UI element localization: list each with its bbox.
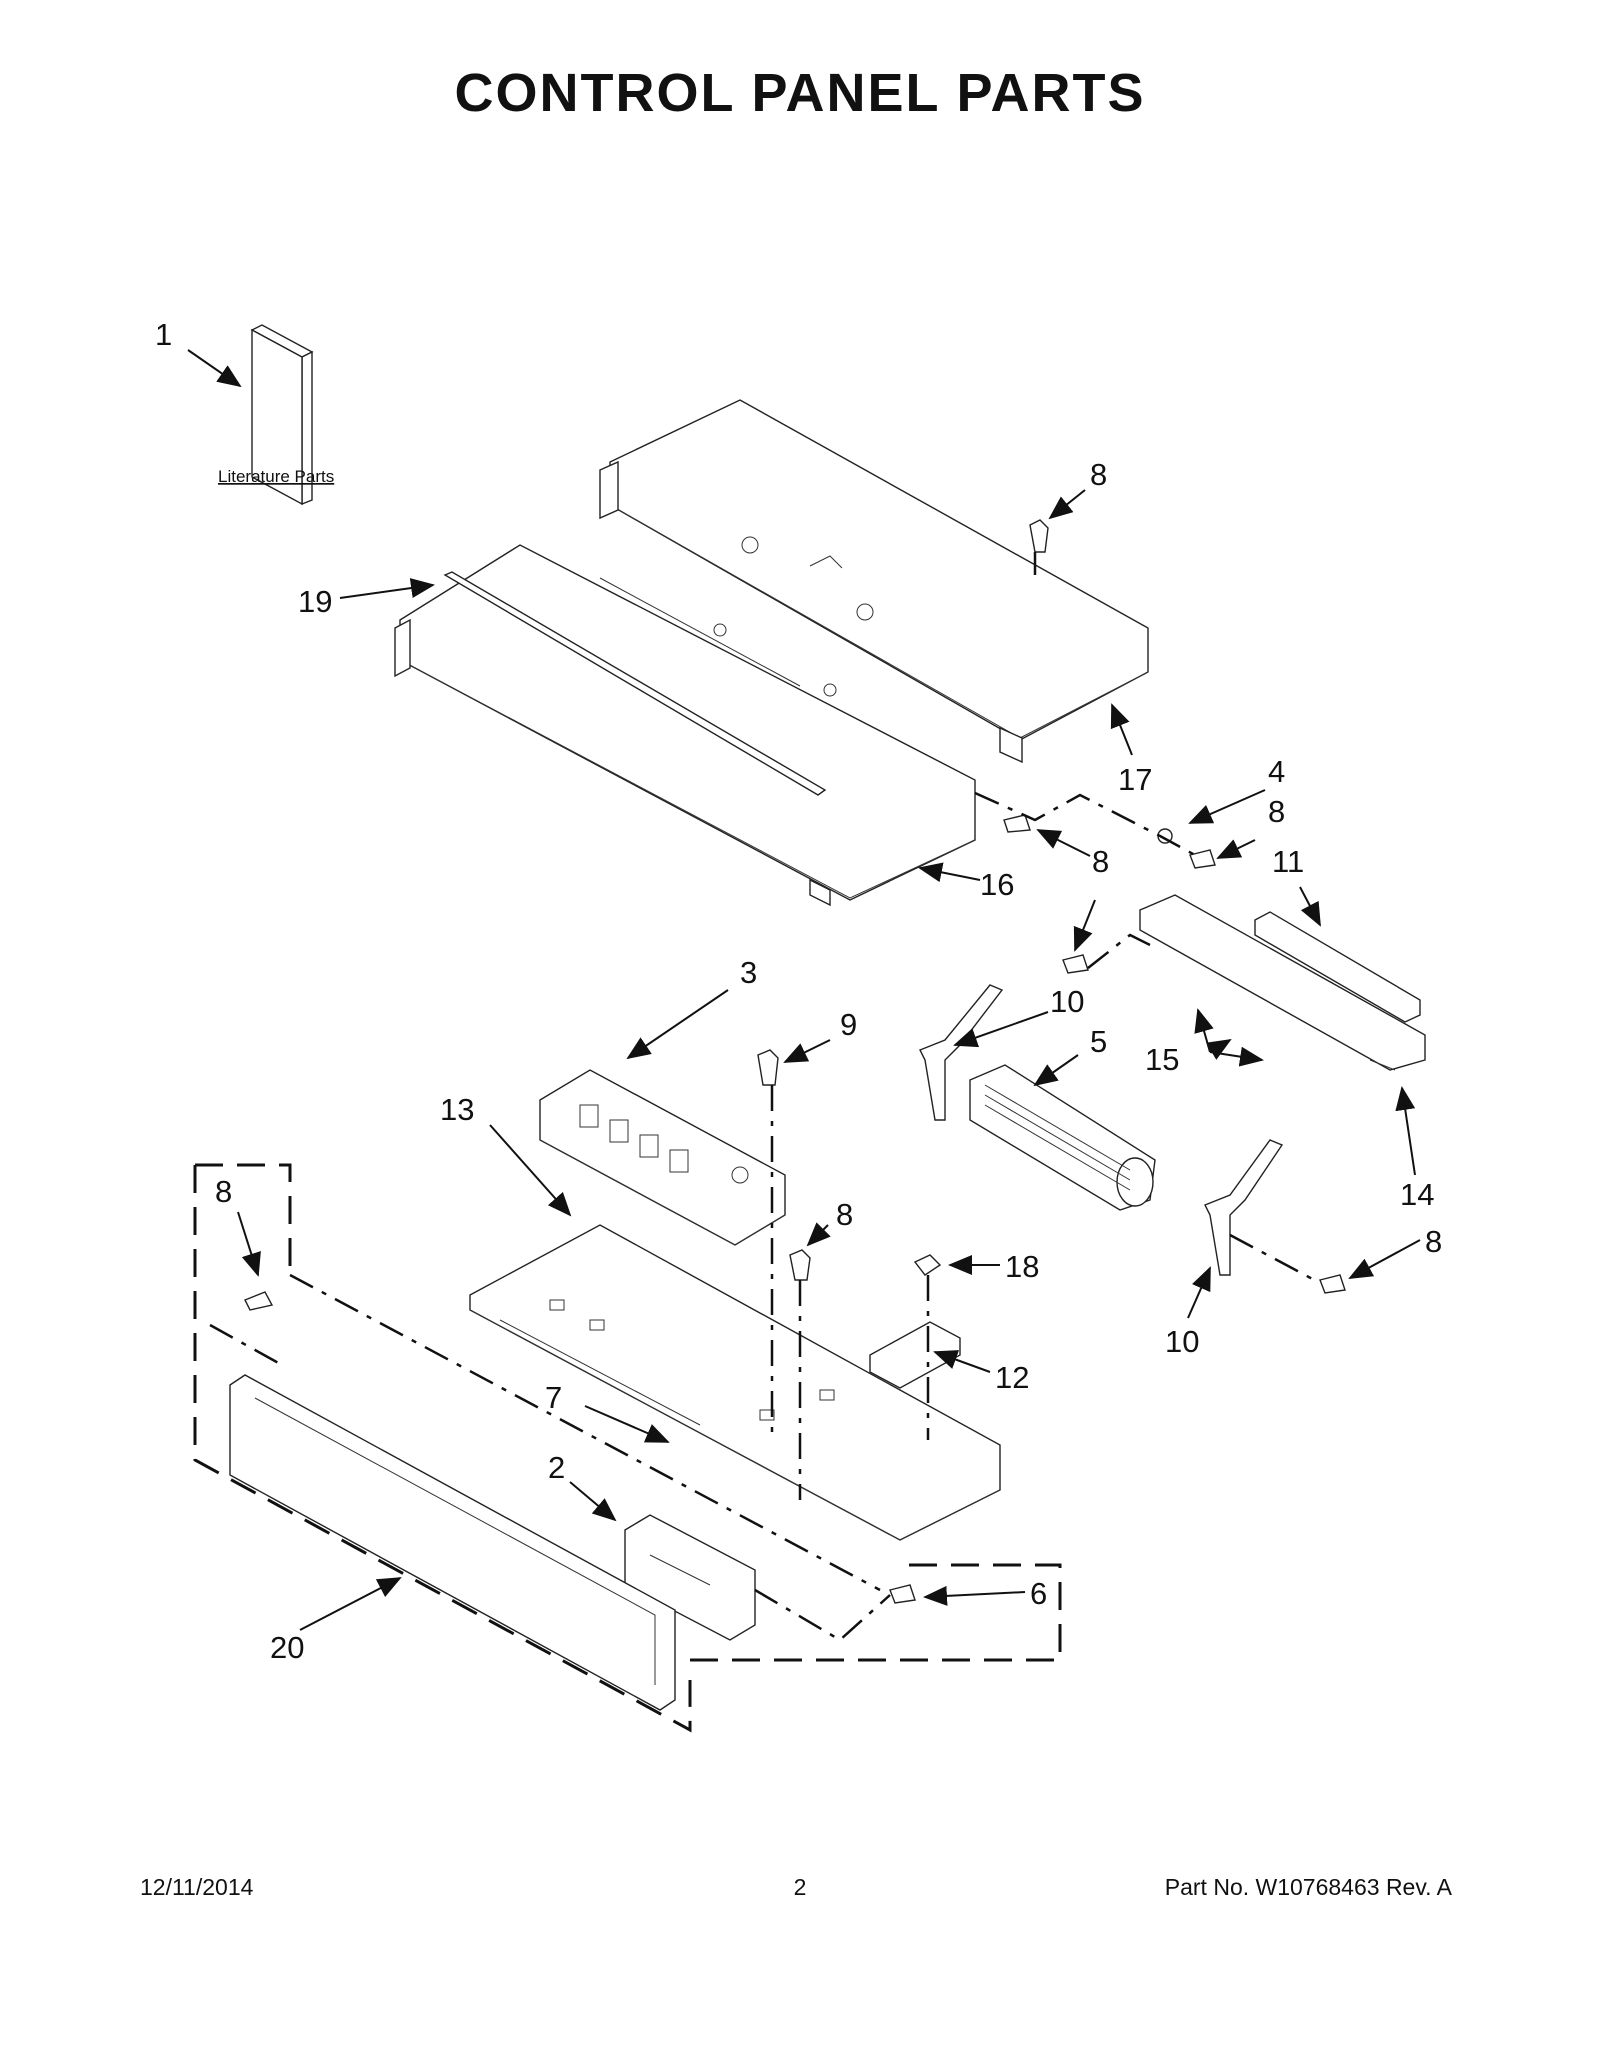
callout-8: 8: [1092, 844, 1109, 879]
upper-cover-panel: [599, 399, 1149, 764]
callout-9: 9: [840, 1007, 857, 1042]
callout-1: 1: [155, 317, 172, 352]
front-trim: [229, 1374, 676, 1711]
callout-10: 10: [1050, 984, 1084, 1019]
callout-8: 8: [1425, 1224, 1442, 1259]
mounting-plate: [469, 1224, 1001, 1541]
callout-13: 13: [440, 1092, 474, 1127]
callout-19: 19: [298, 584, 332, 619]
callout-8: 8: [215, 1174, 232, 1209]
callout-15: 15: [1145, 1042, 1179, 1077]
callout-10: 10: [1165, 1324, 1199, 1359]
callout-12: 12: [995, 1360, 1029, 1395]
callout-8: 8: [836, 1197, 853, 1232]
literature-booklet: [250, 324, 314, 506]
callout-20: 20: [270, 1630, 304, 1665]
insulation-strip: [1254, 911, 1421, 1023]
screw-icon: [244, 519, 1346, 1604]
callout-3: 3: [740, 955, 757, 990]
callout-11: 11: [1272, 844, 1304, 879]
hinge-arm-lower: [1204, 1139, 1284, 1276]
footer-part-number: Part No. W10768463 Rev. A: [1164, 1874, 1452, 1900]
callout-14: 14: [1400, 1177, 1434, 1212]
callout-8: 8: [1090, 457, 1107, 492]
footer-date: 12/11/2014: [140, 1874, 254, 1900]
callout-8: 8: [1268, 794, 1285, 829]
gasket-strip: [443, 571, 827, 796]
callout-16: 16: [980, 867, 1014, 902]
callout-6: 6: [1030, 1576, 1047, 1611]
tangential-fan: [969, 1064, 1156, 1211]
literature-parts-label: Literature Parts: [218, 467, 334, 486]
control-board: [539, 1069, 786, 1246]
callout-7: 7: [545, 1380, 562, 1415]
terminal-block: [869, 1321, 961, 1389]
mounting-bracket: [1139, 894, 1426, 1071]
callout-4: 4: [1268, 754, 1285, 789]
callout-18: 18: [1005, 1249, 1039, 1284]
callout-5: 5: [1090, 1024, 1107, 1059]
callout-17: 17: [1118, 762, 1152, 797]
page-title: CONTROL PANEL PARTS: [454, 63, 1146, 123]
hinge-arm-upper: [919, 984, 1004, 1121]
footer-page-number: 2: [793, 1874, 807, 1900]
callout-2: 2: [548, 1450, 565, 1485]
